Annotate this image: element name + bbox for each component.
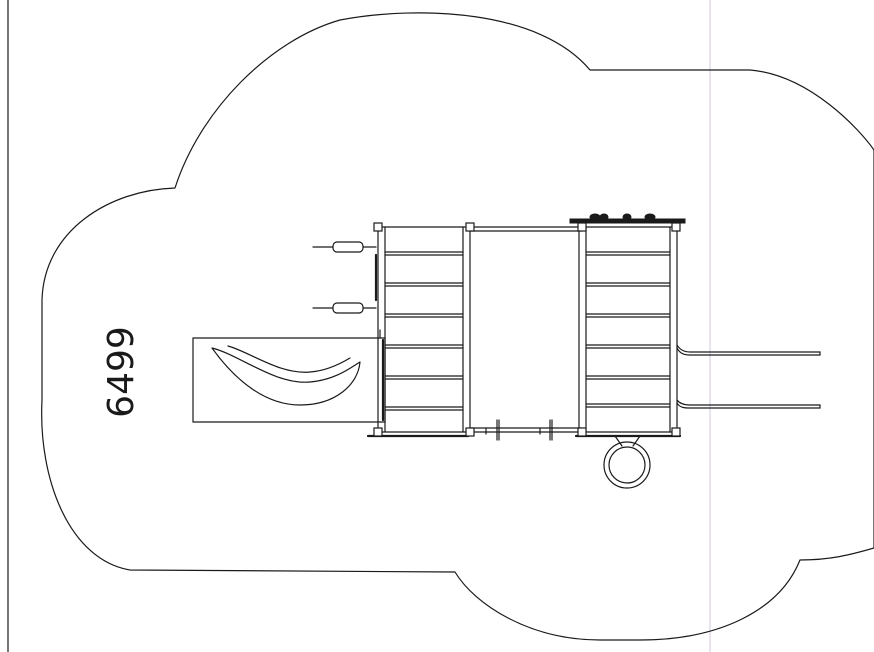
right-bar-lower [676, 399, 821, 409]
slide-inner-shape [227, 345, 351, 373]
safety-zone-outline [41, 12, 874, 641]
left-pole-handle-lower [312, 302, 377, 314]
tower-left-rungs [384, 251, 464, 411]
tower-left [377, 226, 471, 433]
right-bar-upper [676, 344, 821, 356]
slide-shape [211, 347, 361, 406]
climbing-wall-top [569, 213, 686, 224]
left-pole-handle-upper [312, 241, 377, 253]
bridge [469, 226, 583, 433]
tire-ring [603, 435, 651, 489]
corner-posts [373, 222, 681, 437]
bridge-handles [485, 419, 553, 441]
tower-right-rungs [585, 251, 671, 408]
tower-right [578, 226, 678, 433]
dimension-label: 6499 [101, 326, 142, 418]
